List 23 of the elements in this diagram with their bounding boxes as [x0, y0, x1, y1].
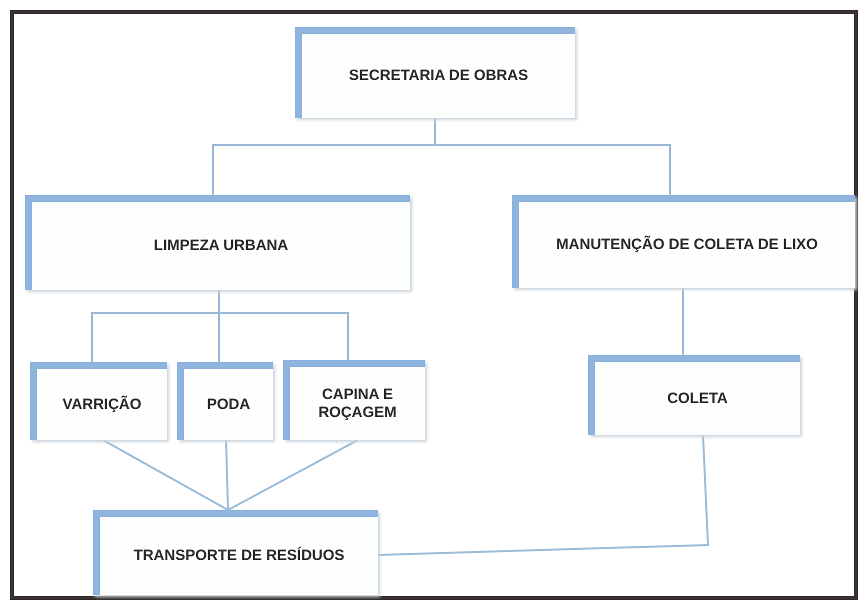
org-box: [30, 362, 167, 440]
box-label: PODA: [206, 396, 250, 414]
connector-line: [102, 439, 228, 511]
connector-line: [225, 440, 229, 510]
box-label: CAPINA E ROÇAGEM: [317, 386, 398, 422]
org-box: [512, 195, 855, 288]
connector-line: [228, 439, 358, 511]
org-box: [25, 195, 410, 290]
box-label: COLETA: [667, 390, 728, 408]
org-box: [295, 27, 575, 118]
connector-line: [218, 290, 349, 360]
connector-line: [682, 288, 684, 355]
connector-line: [378, 434, 710, 556]
org-box: [93, 510, 378, 595]
connector-line: [434, 118, 671, 195]
box-label: VARRIÇÃO: [62, 396, 142, 414]
box-label: MANUTENÇÃO DE COLETA DE LIXO: [556, 236, 818, 254]
box-label: SECRETARIA DE OBRAS: [348, 67, 528, 85]
box-label: TRANSPORTE DE RESÍDUOS: [134, 547, 344, 565]
org-box: [283, 360, 425, 440]
org-box: [177, 362, 273, 440]
org-box: [588, 355, 800, 435]
box-label: LIMPEZA URBANA: [154, 237, 288, 255]
